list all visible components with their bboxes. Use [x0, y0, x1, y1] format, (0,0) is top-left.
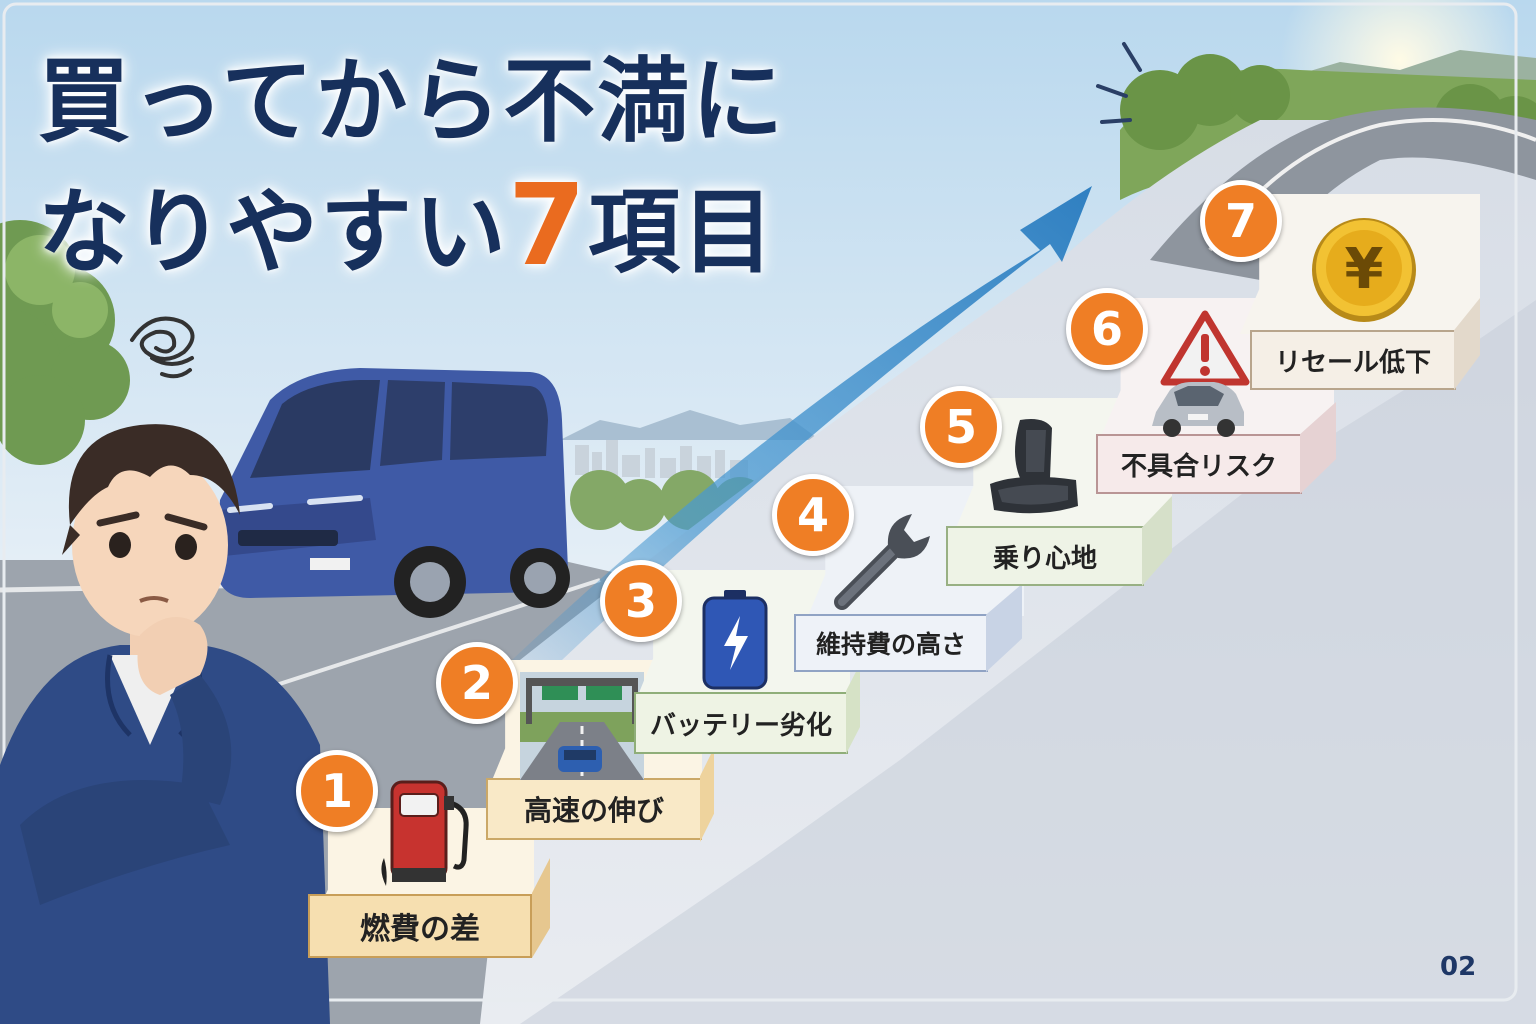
step-label-box: バッテリー劣化: [634, 692, 848, 754]
step-number-badge: 4: [772, 474, 854, 556]
worried-man-illustration: [0, 424, 330, 1024]
step-number-badge: 3: [600, 560, 682, 642]
step-label: 維持費の高さ: [815, 630, 966, 659]
minivan-illustration: [216, 368, 570, 618]
broken-car-icon: [1152, 382, 1244, 437]
step-7: リセール低下 7 ¥: [1200, 180, 1490, 392]
page-title: 買ってから不満に なりやすい7項目: [38, 40, 785, 295]
car-seat-icon: [990, 419, 1078, 514]
coin-symbol: ¥: [1345, 237, 1384, 302]
step-number-badge: 2: [436, 642, 518, 724]
step-number-badge: 6: [1066, 288, 1148, 370]
step-1: 燃費の差 1: [296, 750, 550, 960]
step-side: [846, 664, 860, 754]
highway-icon: [520, 672, 644, 780]
title-prefix: なりやすい: [38, 179, 509, 286]
step-label: 不具合リスク: [1120, 451, 1277, 482]
step-label: 高速の伸び: [523, 794, 664, 827]
step-number-badge: 1: [296, 750, 378, 832]
step-5: 乗り心地 5: [920, 386, 1180, 598]
confused-swirl-icon: [130, 316, 195, 379]
step-label-box: 高速の伸び: [486, 778, 702, 840]
step-number-badge: 5: [920, 386, 1002, 468]
step-side: [700, 748, 714, 842]
page-number: 02: [1440, 952, 1477, 982]
title-suffix: 項目: [587, 179, 776, 286]
step-label: バッテリー劣化: [649, 710, 832, 741]
title-line-2: なりやすい7項目: [38, 164, 785, 295]
step-label-box: 不具合リスク: [1096, 434, 1302, 494]
step-label-box: 乗り心地: [946, 526, 1144, 586]
step-label-box: リセール低下: [1250, 330, 1456, 390]
step-number-badge: 7: [1200, 180, 1282, 262]
step-label-box: 燃費の差: [308, 894, 532, 958]
yen-coin-icon: ¥: [1312, 218, 1416, 322]
battery-icon: [702, 590, 768, 690]
step-label: リセール低下: [1274, 347, 1431, 378]
title-line-1: 買ってから不満に: [38, 48, 786, 155]
fuel-pump-icon: [381, 780, 469, 886]
wrench-icon: [834, 514, 930, 610]
step-label: 燃費の差: [360, 912, 480, 947]
step-label: 乗り心地: [992, 543, 1097, 574]
title-number: 7: [508, 161, 588, 291]
step-label-box: 維持費の高さ: [794, 614, 988, 672]
